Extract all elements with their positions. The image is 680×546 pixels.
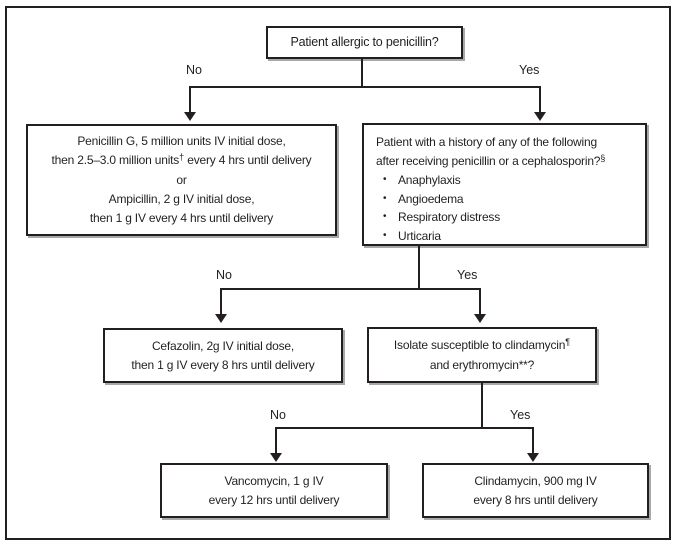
node-text: Vancomycin, 1 g IV [224,473,324,488]
arrowhead-down-icon [184,112,196,121]
section-footnote-mark: § [600,152,606,163]
node-susceptible-question: Isolate susceptible to clindamycin¶ and … [367,327,597,383]
connector-top-stem [361,59,363,87]
arrowhead-down-icon [534,112,546,121]
arrowhead-down-icon [215,314,227,323]
edge-label-no-2: No [216,268,232,282]
node-text: every 12 hrs until delivery [208,492,340,507]
bullet-icon: • [383,229,387,241]
connector-branch2 [220,288,481,290]
figure-frame [5,6,671,540]
pilcrow-footnote-mark: ¶ [565,336,571,347]
connector-branch3 [275,427,534,429]
node-text: or [176,173,187,187]
node-text: then 1 g IV every 8 hrs until delivery [131,357,315,372]
list-item: •Urticaria [376,227,637,246]
edge-label-no-1: No [186,63,202,77]
edge-label-yes-2: Yes [457,268,478,282]
edge-label-no-3: No [270,408,286,422]
node-text: Patient with a history of any of the fol… [376,135,597,149]
list-item: •Angioedema [376,190,637,209]
bullet-icon: • [383,211,387,222]
node-clindamycin-regimen: Clindamycin, 900 mg IV every 8 hrs until… [422,463,649,518]
connector-branch1-right [539,86,541,113]
node-allergic-question: Patient allergic to penicillin? [266,26,463,59]
node-text: then 2.5–3.0 million units† every 4 hrs … [51,152,312,167]
bullet-icon: • [383,174,387,185]
node-cefazolin-regimen: Cefazolin, 2g IV initial dose, then 1 g … [103,328,343,383]
node-text: Ampicillin, 2 g IV initial dose, [108,192,255,206]
node-penicillin-regimen: Penicillin G, 5 million units IV initial… [26,124,337,236]
connector-susceptible-stem [481,383,483,428]
connector-branch2-left [220,288,222,315]
connector-branch2-right [479,288,481,315]
node-history-question: Patient with a history of any of the fol… [362,123,647,246]
connector-branch1 [189,86,541,88]
node-text: Isolate susceptible to clindamycin¶ [393,336,571,352]
node-text: after receiving penicillin or a cephalos… [376,152,606,168]
node-text: Penicillin G, 5 million units IV initial… [77,134,286,148]
arrowhead-down-icon [474,314,486,323]
edge-label-yes-3: Yes [510,408,531,422]
connector-branch1-left [189,86,191,113]
list-item: •Anaphylaxis [376,171,637,190]
node-text: Clindamycin, 900 mg IV [474,473,597,488]
list-item: •Respiratory distress [376,208,637,227]
node-vancomycin-regimen: Vancomycin, 1 g IV every 12 hrs until de… [160,463,388,518]
node-text: and erythromycin**? [429,357,535,372]
node-text: Patient allergic to penicillin? [290,35,439,49]
dagger-footnote-mark: † [179,152,185,162]
node-text: Cefazolin, 2g IV initial dose, [151,338,295,353]
connector-branch3-right [532,427,534,454]
arrowhead-down-icon [270,453,282,462]
arrowhead-down-icon [527,453,539,462]
connector-branch3-left [275,427,277,454]
node-text: then 1 g IV every 4 hrs until delivery [89,211,274,225]
edge-label-yes-1: Yes [519,63,540,77]
connector-history-stem [418,246,420,289]
node-text: every 8 hrs until delivery [473,492,598,507]
bullet-icon: • [383,192,387,204]
